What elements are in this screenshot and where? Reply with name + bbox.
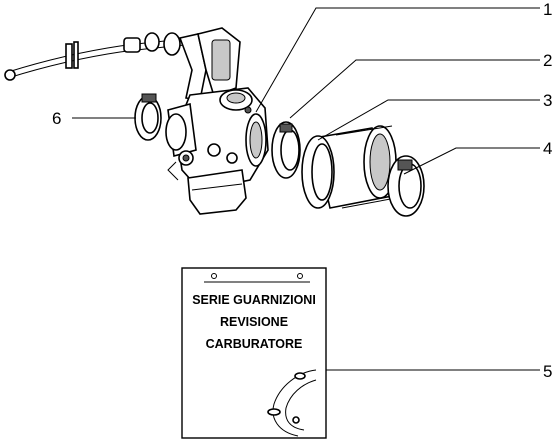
sleeve-part-3	[301, 125, 397, 209]
callout-6: 6	[52, 109, 61, 128]
kit-label-line-2: REVISIONE	[220, 315, 288, 329]
throttle-cable	[4, 32, 196, 81]
callout-4: 4	[543, 139, 552, 158]
leader-lines	[72, 7, 540, 371]
gasket-kit-card: SERIE GUARNIZIONI REVISIONE CARBURATORE	[181, 267, 327, 439]
kit-label-line-3: CARBURATORE	[206, 337, 303, 351]
callout-5: 5	[543, 362, 552, 381]
carburetor	[165, 27, 269, 215]
clamp-part-4	[387, 155, 425, 217]
ring-part-2	[271, 121, 301, 179]
kit-label-line-1: SERIE GUARNIZIONI	[192, 293, 316, 307]
callout-3: 3	[543, 91, 552, 110]
callout-2: 2	[543, 51, 552, 70]
callout-1: 1	[543, 0, 552, 19]
clamp-part-6	[134, 93, 162, 141]
